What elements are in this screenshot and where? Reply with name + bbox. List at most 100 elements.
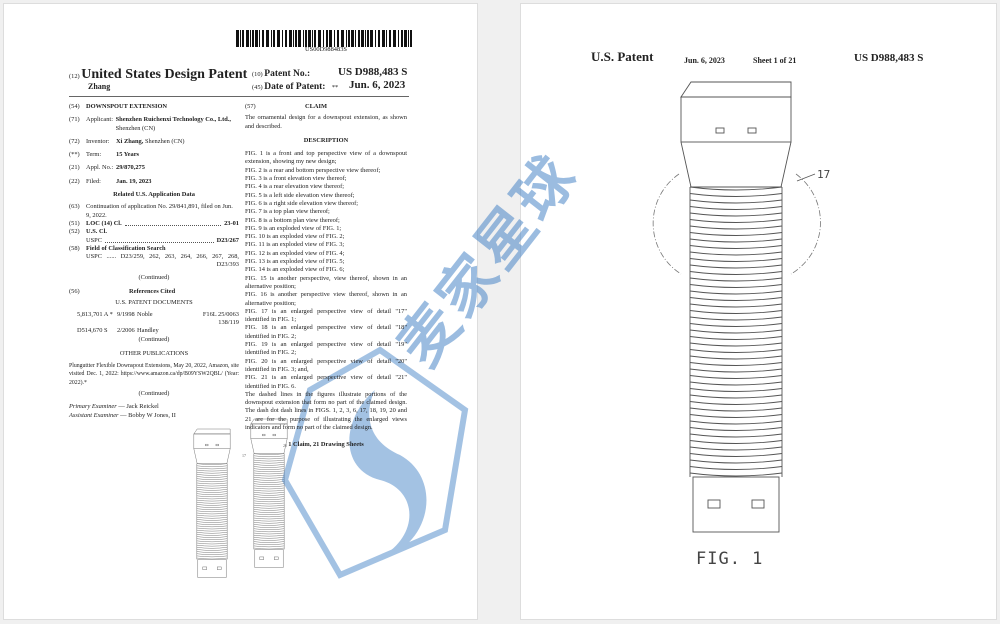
description-line: FIG. 8 is a bottom plan view thereof; — [245, 216, 340, 224]
barcode-bar — [262, 30, 264, 47]
barcode-bar — [334, 30, 335, 47]
barcode-bar — [365, 30, 366, 47]
description-line: FIG. 2 is a rear and bottom perspective … — [245, 166, 381, 174]
description-line: FIG. 10 is an exploded view of FIG. 2; — [245, 233, 345, 241]
patent-date: Jun. 6, 2023 — [349, 79, 406, 91]
patent-number: US D988,483 S — [338, 66, 408, 78]
barcode-bar — [246, 30, 249, 47]
barcode-bar — [398, 30, 399, 47]
reference-label-17: 17 — [817, 168, 830, 181]
divider — [69, 96, 409, 97]
barcode-bar — [266, 30, 269, 47]
description-line: FIG. 19 is an enlarged perspective view … — [245, 341, 407, 357]
barcode-bar — [308, 30, 311, 47]
barcode-bar — [404, 30, 407, 47]
doc-type-title: United States Design Patent — [81, 67, 248, 82]
barcode-bar — [318, 30, 321, 47]
barcode-bar — [298, 30, 301, 47]
barcode-bar — [337, 30, 339, 47]
inventor-surname: Zhang — [88, 82, 111, 91]
barcode-bar — [386, 30, 387, 47]
detail-indicator — [790, 173, 821, 275]
barcode-bar — [250, 30, 251, 47]
detail-indicator — [652, 173, 682, 275]
downspout-drawing — [680, 81, 792, 533]
barcode-bar — [358, 30, 360, 47]
description-line: FIG. 9 is an exploded view of FIG. 1; — [245, 224, 342, 232]
description-line: FIG. 4 is a rear elevation view thereof; — [245, 183, 345, 191]
thumb-label-17: 17 — [242, 453, 246, 458]
barcode-bar — [348, 30, 350, 47]
description-line: FIG. 11 is an exploded view of FIG. 3; — [245, 241, 345, 249]
claim-text: The ornamental design for a downspout ex… — [245, 114, 407, 130]
leader-line — [796, 173, 816, 182]
description-line: FIG. 20 is an enlarged perspective view … — [245, 357, 407, 373]
description-line: FIG. 15 is another perspective, view the… — [245, 274, 407, 290]
patent-no-row: (10) Patent No.: — [252, 69, 311, 79]
sheet-number: Sheet 1 of 21 — [753, 56, 797, 65]
barcode-bar — [314, 30, 316, 47]
barcode — [236, 30, 412, 47]
barcode-bar — [255, 30, 258, 47]
sheet-patent-number: US D988,483 S — [854, 52, 924, 64]
sheet-header-label: U.S. Patent — [591, 49, 654, 64]
barcode-bar — [303, 30, 304, 47]
thumbnail-figures: 17 20 — [193, 418, 288, 578]
barcode-bar — [273, 30, 275, 47]
barcode-bar — [252, 30, 254, 47]
barcode-bar — [378, 30, 380, 47]
barcode-bar — [326, 30, 328, 47]
barcode-bar — [408, 30, 409, 47]
description-line: FIG. 13 is an exploded view of FIG. 5; — [245, 258, 345, 266]
barcode-bar — [323, 30, 324, 47]
barcode-bar — [259, 30, 260, 47]
description-line: FIG. 7 is a top plan view thereof; — [245, 208, 330, 216]
barcode-bar — [282, 30, 283, 47]
barcode-bar — [242, 30, 244, 47]
barcode-bar — [382, 30, 385, 47]
right-column: (57)CLAIM The ornamental design for a do… — [245, 103, 407, 449]
barcode-text: US00D988483S — [305, 46, 347, 53]
description-line: FIG. 3 is a front elevation view thereof… — [245, 175, 347, 183]
barcode-bar — [329, 30, 332, 47]
barcode-bar — [375, 30, 376, 47]
patent-front-page: US00D988483S (12) United States Design P… — [3, 3, 478, 620]
barcode-bar — [295, 30, 297, 47]
description-line: FIG. 6 is a right side elevation view th… — [245, 199, 359, 207]
barcode-bar — [410, 30, 412, 47]
barcode-bar — [389, 30, 391, 47]
barcode-bar — [240, 30, 241, 47]
description-line: FIG. 5 is a left side elevation view the… — [245, 191, 355, 199]
description-line: FIG. 17 is an enlarged perspective view … — [245, 307, 407, 324]
description-line: The dashed lines in the figures illustra… — [245, 390, 407, 431]
inid: (12) — [69, 73, 80, 80]
barcode-bar — [305, 30, 307, 47]
description-line: FIG. 21 is an enlarged perspective view … — [245, 374, 407, 390]
barcode-bar — [236, 30, 239, 47]
date-row: (45) Date of Patent: ** — [252, 82, 339, 92]
continued-link: (Continued) — [138, 273, 170, 281]
barcode-bar — [346, 30, 347, 47]
description-line: FIG. 1 is a front and top perspective vi… — [245, 150, 407, 166]
barcode-bar — [401, 30, 403, 47]
left-column: (54)DOWNSPOUT EXTENSION (71)Applicant:Sh… — [69, 103, 239, 419]
description-line: FIG. 18 is an enlarged perspective view … — [245, 324, 407, 340]
barcode-bar — [289, 30, 292, 47]
barcode-bar — [355, 30, 356, 47]
description-line: FIG. 14 is an exploded view of FIG. 6; — [245, 266, 345, 274]
barcode-bar — [361, 30, 364, 47]
barcode-bar — [277, 30, 280, 47]
claims-sheets: 1 Claim, 21 Drawing Sheets — [288, 441, 364, 449]
description-line: FIG. 12 is an exploded view of FIG. 4; — [245, 249, 345, 257]
barcode-bar — [367, 30, 369, 47]
barcode-bar — [351, 30, 354, 47]
doc-type: (12) United States Design Patent — [69, 67, 247, 85]
thumb-label-20: 20 — [283, 443, 287, 448]
figure-1-drawing: 17 — [652, 81, 830, 533]
barcode-bar — [271, 30, 272, 47]
sheet-date: Jun. 6, 2023 — [684, 56, 725, 65]
barcode-bar — [285, 30, 287, 47]
figure-label: FIG. 1 — [696, 549, 764, 569]
watermark-logo — [281, 346, 469, 579]
